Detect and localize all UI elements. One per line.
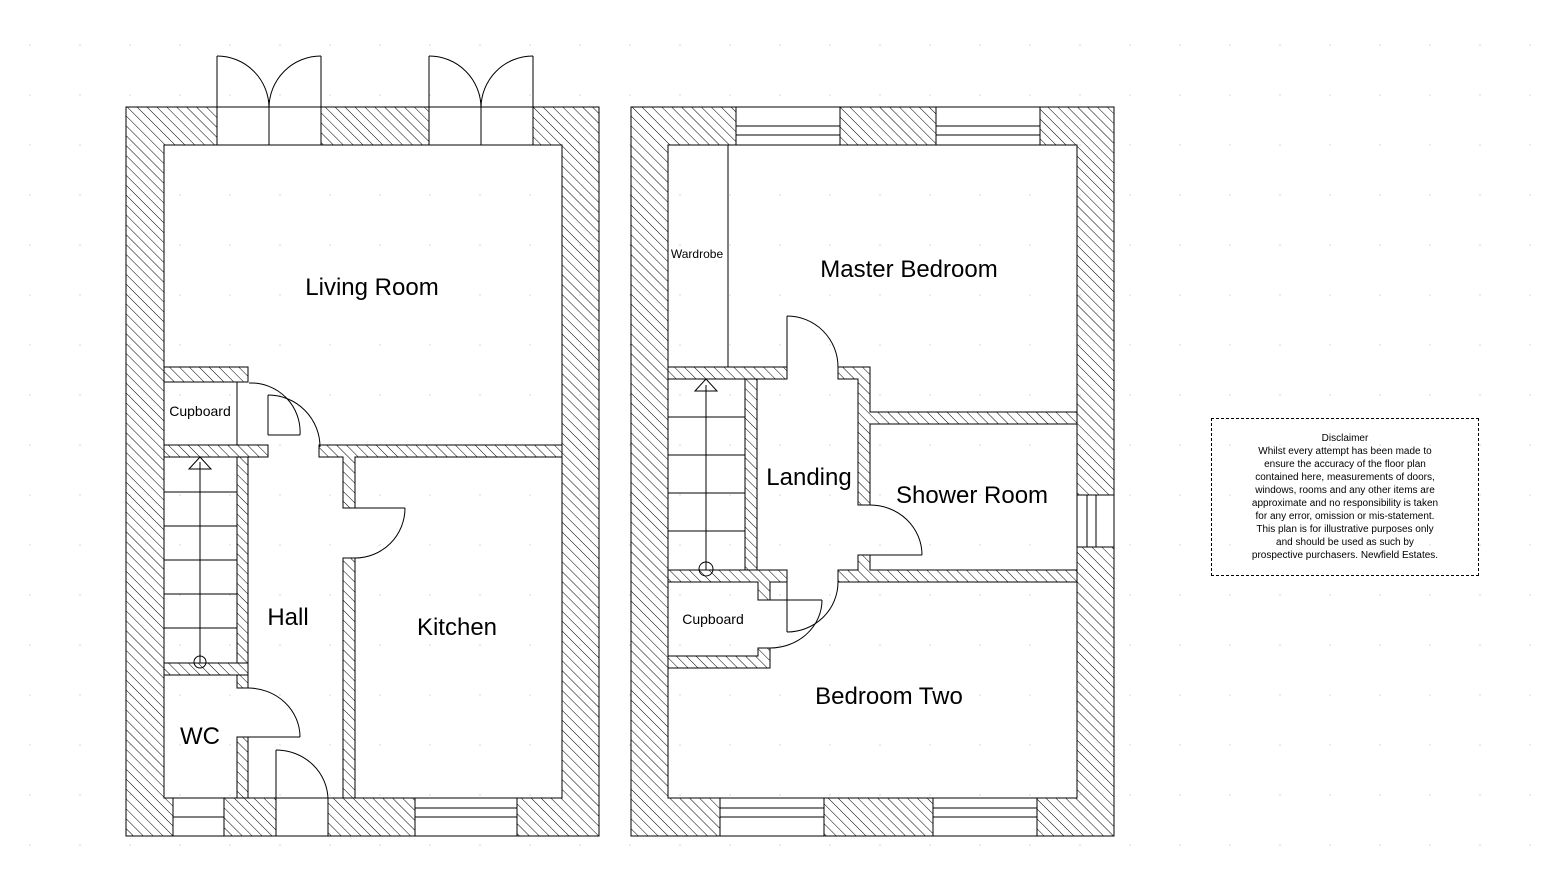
shower-room-door [869, 504, 923, 556]
label-wc: WC [180, 723, 220, 750]
french-doors-right [428, 55, 534, 145]
label-kitchen: Kitchen [417, 614, 497, 641]
french-doors-left [216, 55, 322, 145]
label-master-bedroom: Master Bedroom [820, 256, 997, 283]
label-wardrobe: Wardrobe [671, 247, 724, 261]
label-hall: Hall [267, 604, 308, 631]
kitchen-wall [342, 557, 356, 799]
disclaimer-line: and should be used as such by [1276, 537, 1414, 548]
kitchen-door [354, 507, 406, 559]
label-cupboard-first: Cupboard [682, 611, 744, 627]
label-cupboard-ground: Cupboard [169, 403, 231, 419]
disclaimer-line: approximate and no responsibility is tak… [1251, 498, 1439, 509]
landing-cupboard-door [769, 599, 823, 649]
shower-room-wall [837, 554, 1078, 583]
bedroom-two-door [786, 581, 839, 633]
disclaimer-line: prospective purchasers. Newfield Estates… [1251, 550, 1439, 561]
room-labels: Living Room Cupboard Hall Kitchen WC War… [169, 247, 1048, 750]
stair-wall-ground [236, 456, 249, 664]
master-bedroom-door [786, 315, 839, 368]
living-room-door [267, 394, 321, 448]
label-shower-room: Shower Room [896, 482, 1048, 509]
disclaimer-line: contained here, measurements of doors, [1255, 472, 1435, 483]
master-bedroom-wall [667, 366, 1078, 506]
cupboard-walls [163, 366, 269, 458]
disclaimer-title: Disclaimer [1321, 433, 1369, 444]
first-floor [630, 106, 1115, 837]
front-door [275, 749, 329, 801]
label-bedroom-two: Bedroom Two [815, 683, 963, 710]
stairs-first [667, 378, 746, 577]
label-landing: Landing [766, 464, 851, 491]
front-door-opening [275, 797, 329, 837]
disclaimer-line: for any error, omission or mis-statement… [1255, 511, 1435, 522]
wc-door [247, 687, 301, 738]
disclaimer-line: Whilst every attempt has been made to [1258, 446, 1432, 457]
ground-floor [125, 55, 600, 837]
stairs-ground [163, 456, 238, 669]
label-living-room: Living Room [305, 274, 438, 301]
disclaimer-box: Disclaimer Whilst every attempt has been… [1211, 418, 1479, 576]
stair-wall-first [744, 378, 758, 571]
disclaimer-line: windows, rooms and any other items are [1255, 485, 1435, 496]
disclaimer-line: ensure the accuracy of the floor plan [1264, 459, 1426, 470]
disclaimer-line: This plan is for illustrative purposes o… [1256, 524, 1434, 535]
